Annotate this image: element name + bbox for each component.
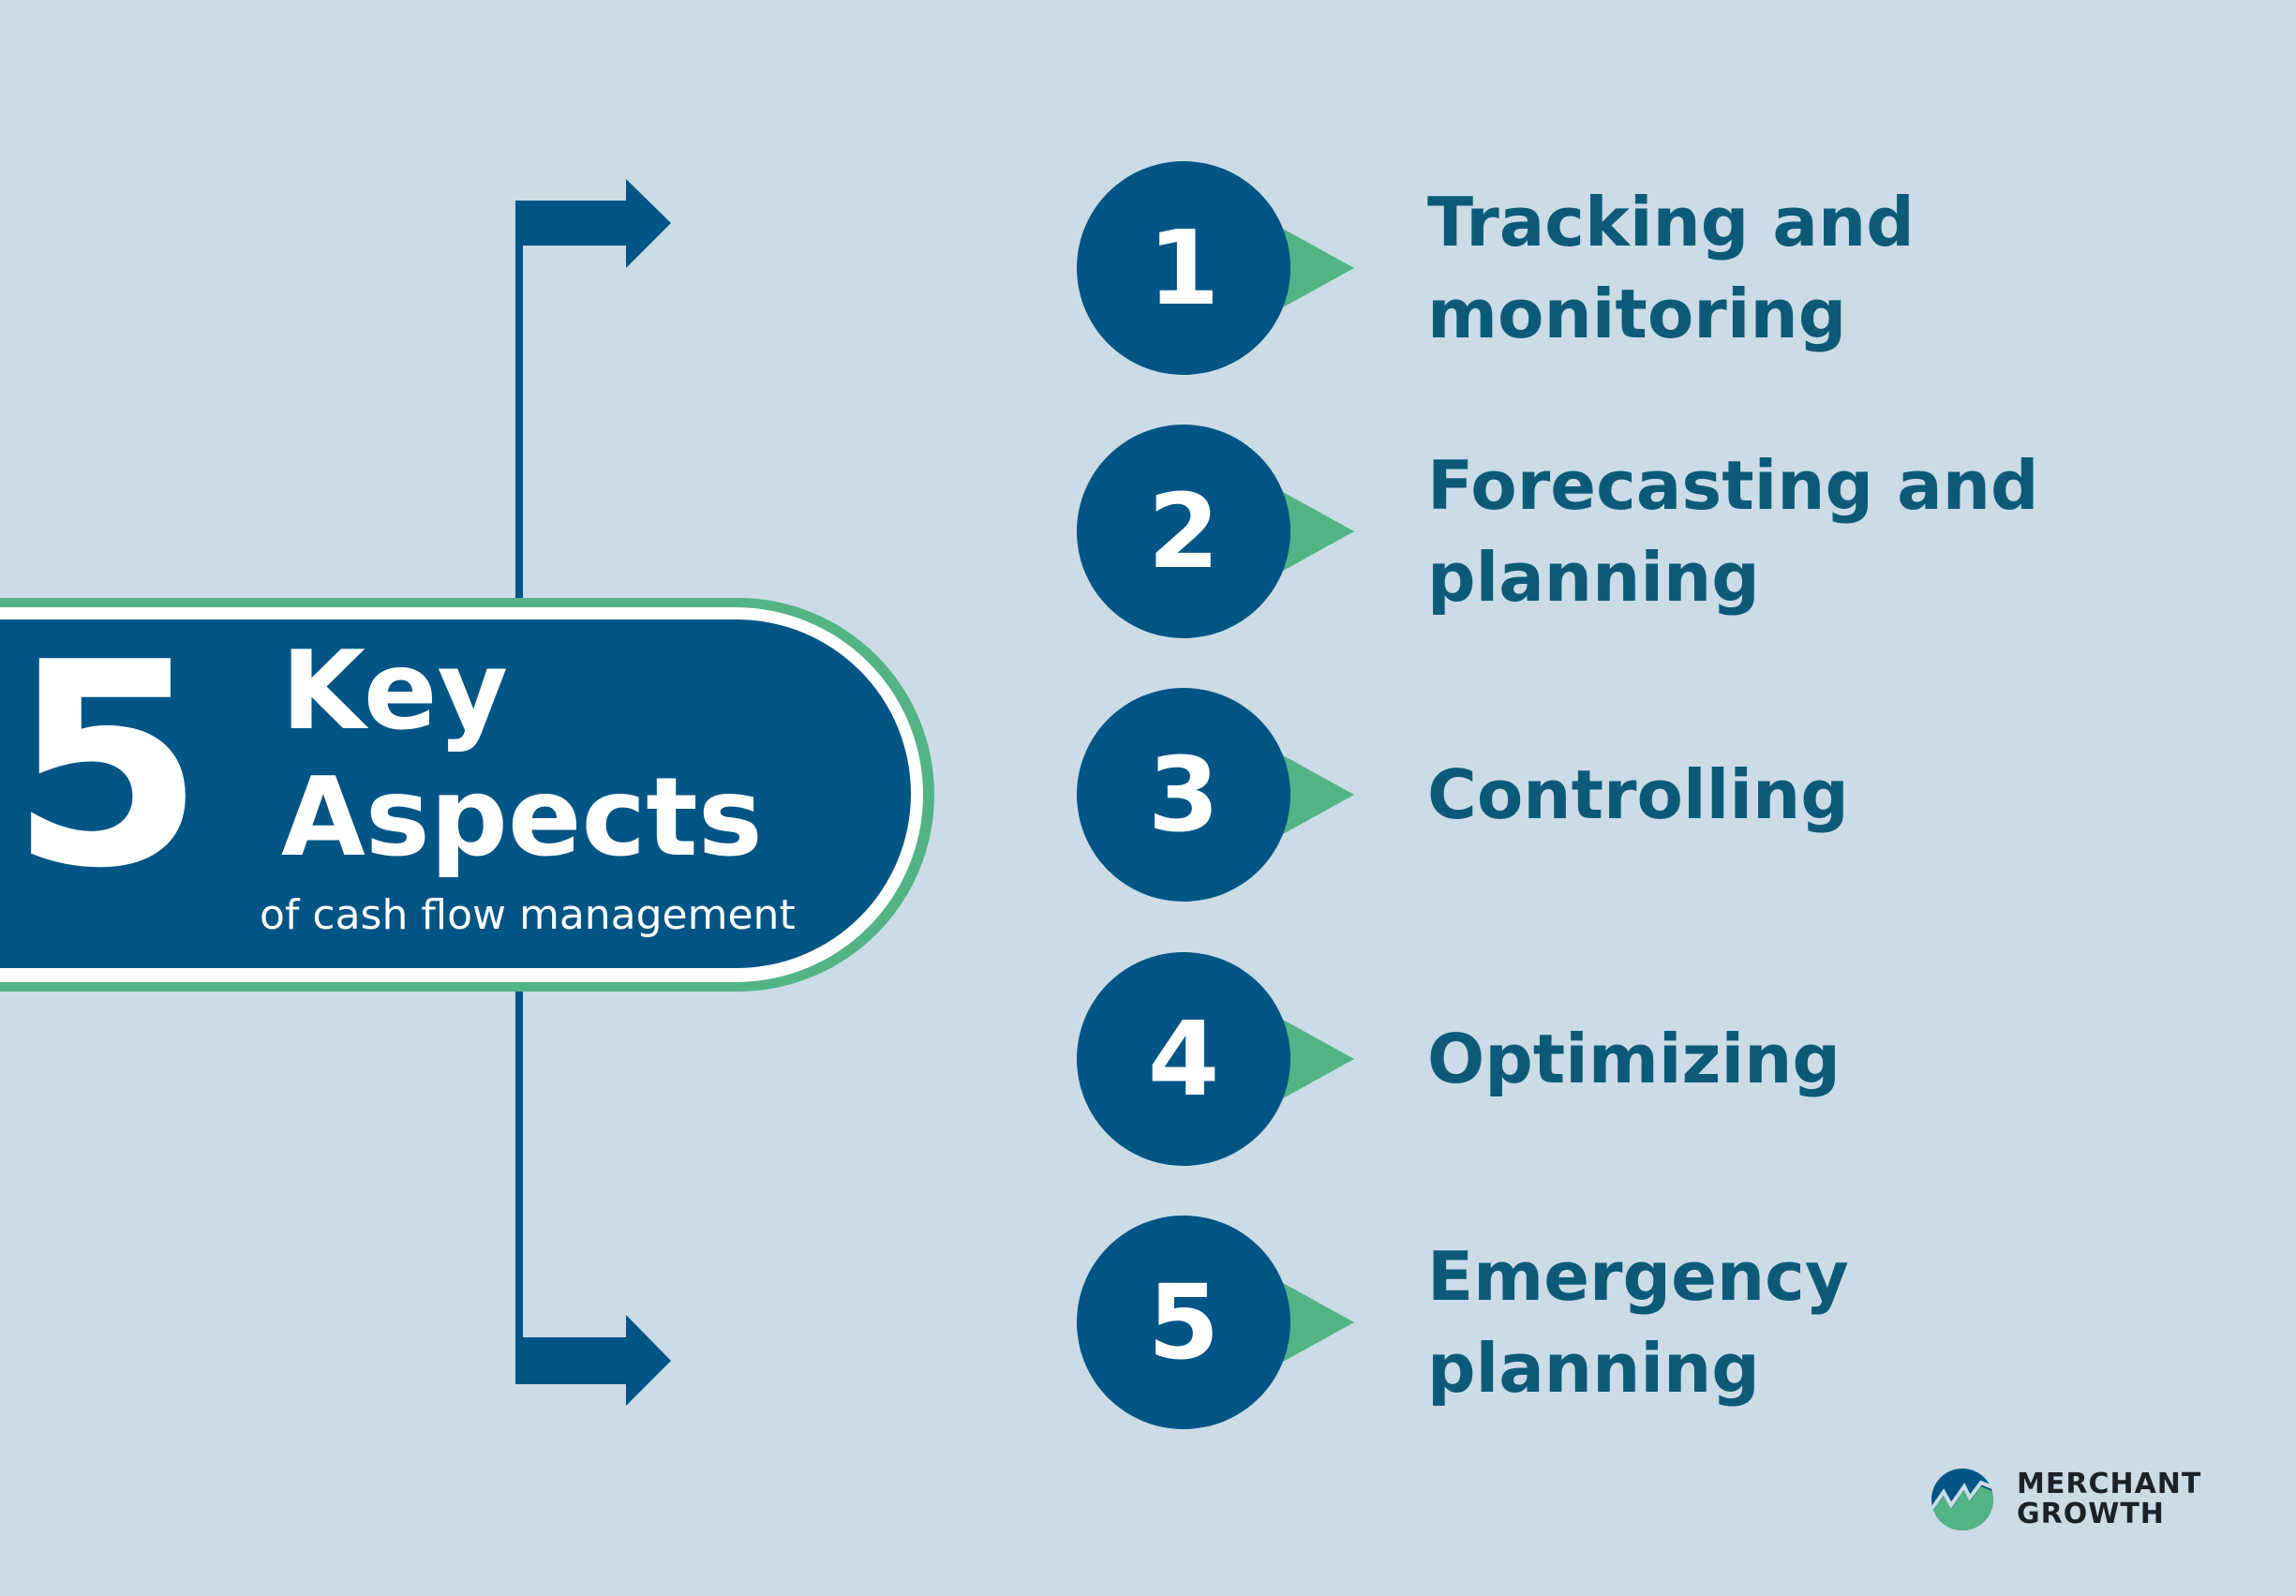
aspect-number-badge: 2 xyxy=(1077,425,1290,638)
arrow-bottom-icon xyxy=(515,1315,671,1406)
aspect-label: Tracking and monitoring xyxy=(1427,160,2177,376)
logo-text-line-2: GROWTH xyxy=(2017,1498,2165,1530)
connector-line-bottom xyxy=(515,984,523,1384)
aspect-number-badge: 1 xyxy=(1077,161,1290,375)
aspect-label: Optimizing xyxy=(1427,951,2177,1167)
merchant-growth-logo: MERCHANT GROWTH xyxy=(1931,1468,2201,1531)
aspect-label-line: planning xyxy=(1427,538,1760,617)
connector-line-top xyxy=(515,201,523,604)
aspect-item: 5 Emergency planning xyxy=(0,1215,2296,1430)
arrow-top-icon xyxy=(515,179,671,268)
aspect-number-badge: 3 xyxy=(1077,688,1290,902)
aspect-label-line: planning xyxy=(1427,1329,1760,1408)
title-number: 5 xyxy=(9,603,205,930)
title-line-1: Key xyxy=(281,628,509,754)
aspect-label-line: Tracking and xyxy=(1427,183,1915,261)
aspect-number-badge: 5 xyxy=(1077,1216,1290,1429)
aspect-label: Controlling xyxy=(1427,687,2177,902)
aspect-number-badge: 4 xyxy=(1077,952,1290,1166)
title-subtitle: of cash flow management xyxy=(260,891,796,939)
aspect-label-line: Emergency xyxy=(1427,1237,1849,1316)
title-banner xyxy=(0,619,911,968)
aspect-item: 4 Optimizing xyxy=(0,951,2296,1167)
aspect-label-line: Forecasting and xyxy=(1427,446,2039,525)
aspect-label-line: Optimizing xyxy=(1427,1020,1841,1098)
aspect-label-line: Controlling xyxy=(1427,755,1849,834)
aspect-label: Emergency planning xyxy=(1427,1215,2177,1430)
logo-text-line-1: MERCHANT xyxy=(2017,1468,2202,1500)
logo-mountain-icon xyxy=(1931,1469,1993,1530)
title-line-2: Aspects xyxy=(281,754,763,881)
aspect-item: 2 Forecasting and planning xyxy=(0,424,2296,639)
aspect-label-line: monitoring xyxy=(1427,275,1847,353)
aspect-item: 3 Controlling xyxy=(0,687,2296,902)
aspect-item: 1 Tracking and monitoring xyxy=(0,160,2296,376)
aspect-label: Forecasting and planning xyxy=(1427,424,2177,639)
